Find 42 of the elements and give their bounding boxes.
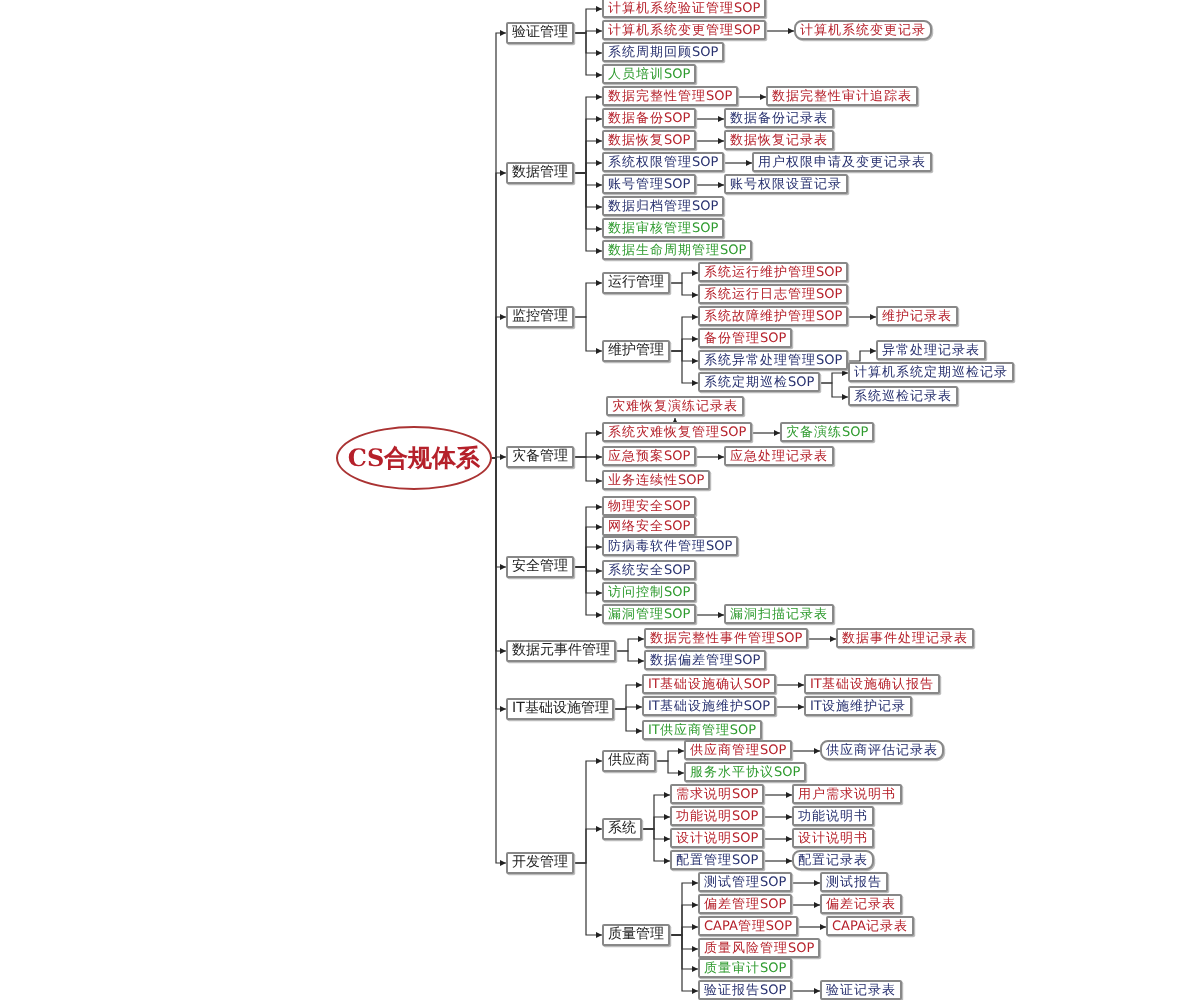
arrow: [573, 32, 603, 78]
arrow: [847, 348, 877, 362]
arrow: [669, 350, 699, 386]
arrow: [573, 316, 603, 354]
arrow: [695, 116, 725, 122]
arrow: [615, 650, 645, 664]
arrow: [775, 704, 805, 710]
arrow: [672, 417, 678, 424]
arrow: [763, 858, 793, 864]
arrow: [695, 454, 725, 460]
arrow: [791, 880, 821, 886]
arrow: [491, 454, 507, 460]
arrow: [573, 862, 603, 938]
arrow: [791, 748, 821, 754]
arrow: [491, 457, 507, 866]
arrow: [695, 612, 725, 618]
arrow: [797, 924, 827, 930]
arrow: [791, 902, 821, 908]
arrow: [573, 456, 603, 484]
arrow: [723, 160, 753, 166]
arrow: [695, 182, 725, 188]
arrow: [669, 282, 699, 298]
arrow: [613, 708, 643, 734]
arrow: [763, 836, 793, 842]
arrow: [791, 988, 821, 994]
arrow: [765, 28, 795, 34]
arrow: [775, 682, 805, 688]
arrow: [751, 430, 781, 436]
root-ellipse: CS合规体系: [336, 426, 492, 490]
arrow: [573, 566, 603, 618]
arrow: [573, 172, 603, 254]
arrow: [737, 94, 767, 100]
arrow: [669, 934, 699, 994]
arrow: [655, 760, 685, 776]
arrow: [763, 814, 793, 820]
arrow: [641, 828, 671, 864]
arrow: [819, 382, 849, 400]
arrow: [695, 138, 725, 144]
arrow: [763, 792, 793, 798]
arrow: [847, 314, 877, 320]
arrow: [807, 636, 837, 642]
arrow: [491, 314, 507, 459]
